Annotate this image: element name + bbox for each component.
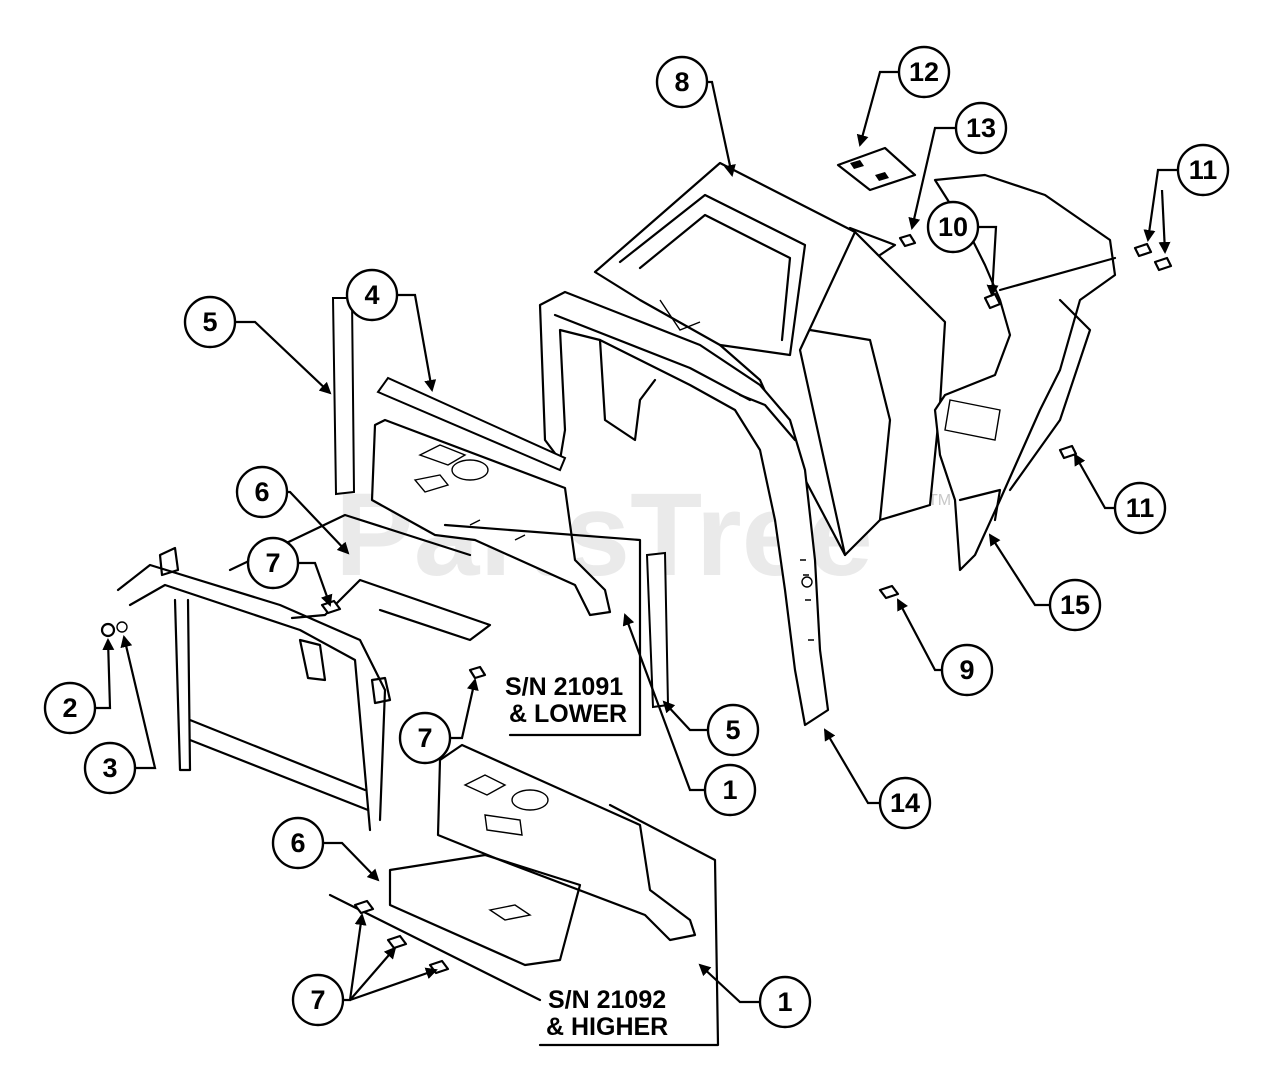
callout-3: 3 [83,741,137,795]
callout-1-lower: 1 [758,975,812,1029]
svg-text:5: 5 [725,715,740,745]
watermark-tm: TM [928,492,951,509]
callout-13: 13 [954,101,1008,155]
svg-text:9: 9 [959,655,974,685]
callout-7-upper: 7 [246,536,300,590]
bumper-part [116,546,392,832]
callout-11-upper: 11 [1176,143,1230,197]
svg-text:7: 7 [310,985,325,1015]
hardware [100,233,1173,975]
svg-text:4: 4 [364,280,379,310]
svg-text:6: 6 [254,477,269,507]
svg-text:12: 12 [909,57,939,87]
callout-5-upper: 5 [183,295,237,349]
callout-12: 12 [897,45,951,99]
callout-6-lower: 6 [271,816,325,870]
note-sn-lower-line2: & LOWER [509,700,627,728]
svg-text:8: 8 [674,67,689,97]
callout-8: 8 [655,55,709,109]
svg-text:1: 1 [777,987,792,1017]
svg-text:11: 11 [1126,493,1155,523]
note-sn-higher-line2: & HIGHER [546,1013,668,1041]
leader-lines [92,70,1178,1004]
callout-10: 10 [926,200,980,254]
svg-text:15: 15 [1060,590,1090,620]
svg-text:2: 2 [62,693,77,723]
svg-text:13: 13 [966,113,996,143]
callout-15: 15 [1048,578,1102,632]
note-sn-lower-line1: S/N 21091 [505,673,623,701]
side-panel-part [933,173,1117,572]
bracket-part [836,146,917,257]
callout-9: 9 [940,643,994,697]
callout-4: 4 [345,268,399,322]
callouts: 8 12 13 10 11 4 5 11 6 7 15 9 2 5 7 3 1 … [43,45,1230,1029]
lower-panel-assembly [328,743,720,1047]
callout-5-lower: 5 [706,703,760,757]
callout-7-lower: 7 [291,973,345,1027]
callout-1-upper: 1 [703,763,757,817]
callout-11-lower: 11 [1113,481,1167,535]
callout-2: 2 [43,681,97,735]
svg-text:6: 6 [290,828,305,858]
svg-text:7: 7 [265,548,280,578]
svg-text:11: 11 [1189,155,1218,185]
svg-text:1: 1 [722,775,737,805]
serial-notes: S/N 21091 & LOWER S/N 21092 & HIGHER [505,673,668,1041]
dash-frame-part [538,290,830,727]
note-sn-higher-line1: S/N 21092 [548,986,666,1014]
svg-text:14: 14 [890,788,920,818]
svg-text:5: 5 [202,307,217,337]
svg-text:10: 10 [938,212,968,242]
svg-text:3: 3 [102,753,117,783]
hood-part [593,161,947,557]
callout-6-upper: 6 [235,465,289,519]
callout-7-middle: 7 [398,711,452,765]
svg-text:7: 7 [417,723,432,753]
callout-14: 14 [878,776,932,830]
